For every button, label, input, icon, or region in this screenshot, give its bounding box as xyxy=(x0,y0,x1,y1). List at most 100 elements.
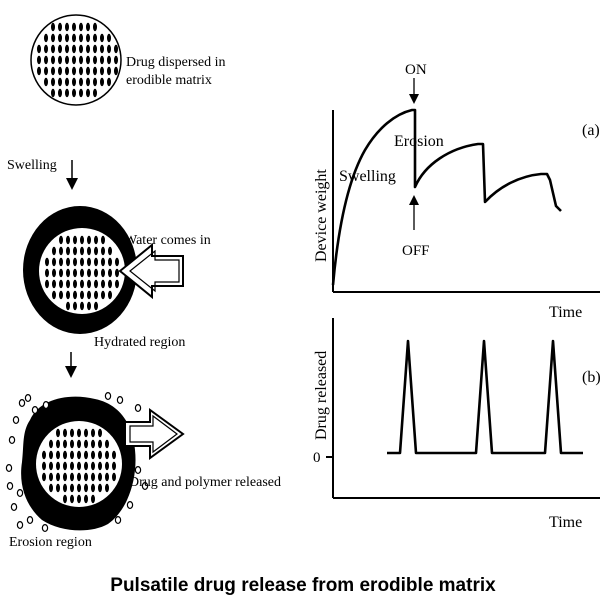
drug-particle xyxy=(49,450,53,460)
debris-particle xyxy=(8,436,16,445)
chart-b-xlabel: Time xyxy=(549,514,582,531)
chart-b-zero-tick-label: 0 xyxy=(313,450,321,466)
drug-particle xyxy=(70,472,74,482)
drug-particle xyxy=(87,301,91,311)
drug-particle xyxy=(98,450,102,460)
drug-particles-3 xyxy=(42,428,116,504)
drug-particle xyxy=(65,55,69,65)
drug-particle xyxy=(94,279,98,289)
drug-particle xyxy=(87,279,91,289)
drug-particle xyxy=(93,66,97,76)
drug-particles-2 xyxy=(45,235,119,311)
drug-particle xyxy=(59,290,63,300)
drug-particle xyxy=(73,257,77,267)
drug-particle xyxy=(65,22,69,32)
drug-particle xyxy=(108,290,112,300)
drug-particle xyxy=(56,428,60,438)
drug-particle xyxy=(91,494,95,504)
drug-particle xyxy=(73,246,77,256)
figure-caption: Pulsatile drug release from erodible mat… xyxy=(110,575,496,596)
drug-particle xyxy=(73,290,77,300)
drug-particle xyxy=(73,301,77,311)
drug-particle xyxy=(94,246,98,256)
debris-particle xyxy=(41,523,49,532)
drug-particle xyxy=(49,439,53,449)
drug-particle xyxy=(44,77,48,87)
debris-particle xyxy=(116,396,124,405)
drug-particle xyxy=(52,290,56,300)
drug-particle xyxy=(58,66,62,76)
drug-particle xyxy=(100,33,104,43)
drug-particle xyxy=(66,235,70,245)
drug-particle xyxy=(58,55,62,65)
matrix-stage-3 xyxy=(5,392,149,532)
debris-particle xyxy=(18,399,26,408)
drug-particle xyxy=(108,257,112,267)
drug-particle xyxy=(58,88,62,98)
drug-particle xyxy=(45,268,49,278)
drug-particle xyxy=(42,461,46,471)
drug-particle xyxy=(66,290,70,300)
drug-particle xyxy=(77,428,81,438)
drug-particle xyxy=(87,257,91,267)
drug-particle xyxy=(72,22,76,32)
drug-particle xyxy=(107,66,111,76)
drug-particle xyxy=(91,450,95,460)
drug-particle xyxy=(65,33,69,43)
debris-particle xyxy=(12,416,20,425)
drug-particle xyxy=(79,55,83,65)
drug-particle xyxy=(45,257,49,267)
chart-a-xlabel: Time xyxy=(549,304,582,321)
drug-particle xyxy=(105,450,109,460)
drug-particle xyxy=(86,77,90,87)
drug-particle xyxy=(80,257,84,267)
drug-particle xyxy=(115,268,119,278)
debris-particle xyxy=(10,503,18,512)
drug-particle xyxy=(44,44,48,54)
drug-particle xyxy=(80,235,84,245)
drug-particle xyxy=(86,33,90,43)
drug-particle xyxy=(70,428,74,438)
drug-particle xyxy=(98,472,102,482)
drug-particle xyxy=(93,77,97,87)
drug-particle xyxy=(59,268,63,278)
drug-particle xyxy=(115,257,119,267)
chart-a-ylabel: Device weight xyxy=(313,169,330,262)
drug-particle xyxy=(77,461,81,471)
debris-particle xyxy=(16,489,24,498)
drug-particle xyxy=(70,483,74,493)
drug-particle xyxy=(70,450,74,460)
drug-particle xyxy=(44,66,48,76)
drug-particle xyxy=(80,246,84,256)
debris-particle xyxy=(104,392,112,401)
drug-particle xyxy=(37,55,41,65)
drug-particle xyxy=(86,22,90,32)
drug-particle xyxy=(112,450,116,460)
water-comes-in-label: Water comes in xyxy=(124,233,211,248)
drug-particle xyxy=(65,88,69,98)
drug-particle xyxy=(107,44,111,54)
drug-particle xyxy=(73,279,77,289)
drug-particle xyxy=(107,77,111,87)
debris-particle xyxy=(134,404,142,413)
drug-particle xyxy=(105,439,109,449)
drug-particle xyxy=(49,483,53,493)
drug-particle xyxy=(51,33,55,43)
matrix-stage-2 xyxy=(23,206,137,334)
drug-particle xyxy=(80,290,84,300)
drug-particle xyxy=(49,472,53,482)
drug-particle xyxy=(108,268,112,278)
debris-particle xyxy=(16,520,24,529)
drug-particle xyxy=(65,66,69,76)
swelling-annotation: Swelling xyxy=(339,168,396,185)
drug-particle xyxy=(59,246,63,256)
drug-particle xyxy=(63,439,67,449)
drug-particle xyxy=(79,22,83,32)
drug-particle xyxy=(91,439,95,449)
drug-particle xyxy=(77,472,81,482)
debris-particle xyxy=(134,466,142,475)
drug-particle xyxy=(42,450,46,460)
drug-particle xyxy=(52,268,56,278)
drug-particle xyxy=(94,257,98,267)
